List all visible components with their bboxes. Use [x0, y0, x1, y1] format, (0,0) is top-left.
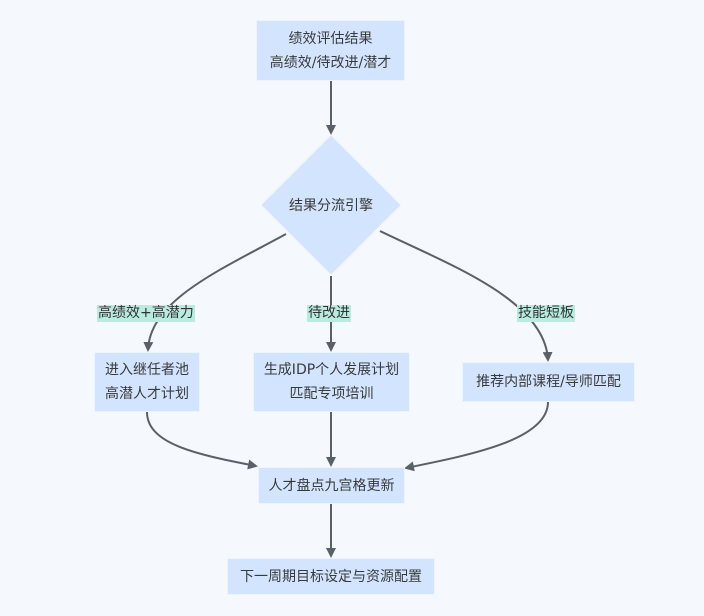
node-routing-engine[interactable]: 结果分流引擎	[261, 135, 401, 275]
node-idp-plan[interactable]: 生成IDP个人发展计划 匹配专项培训	[253, 352, 410, 412]
diamond-shape	[261, 135, 401, 275]
node-succession-pool-line2: 高潜人才计划	[105, 386, 189, 402]
node-idp-plan-line2: 匹配专项培训	[289, 386, 374, 402]
node-next-cycle-label: 下一周期目标设定与资源配置	[240, 568, 422, 585]
edge-label-to-improve: 待改进	[307, 305, 351, 322]
node-performance-result-line1: 绩效评估结果	[288, 30, 373, 47]
edge-engine-to-succession	[143, 233, 287, 352]
node-course-mentor-label: 推荐内部课程/导师匹配	[476, 374, 621, 390]
node-nine-grid[interactable]: 人才盘点九宫格更新	[258, 467, 405, 504]
node-performance-result-line2: 高绩效/待改进/潜才	[269, 54, 392, 71]
edge-engine-to-course	[379, 230, 553, 362]
node-performance-result[interactable]: 绩效评估结果 高绩效/待改进/潜才	[256, 20, 405, 81]
node-course-mentor[interactable]: 推荐内部课程/导师匹配	[462, 362, 635, 402]
node-succession-pool-line1: 进入继任者池	[105, 362, 189, 378]
node-nine-grid-label: 人才盘点九宫格更新	[268, 477, 395, 494]
edge-course-to-grid	[404, 401, 549, 472]
node-next-cycle[interactable]: 下一周期目标设定与资源配置	[227, 558, 435, 595]
edge-label-high-potential: 高绩效+高潜力	[97, 305, 195, 322]
edge-succession-to-grid	[146, 411, 258, 470]
edge-label-skill-gap: 技能短板	[517, 305, 575, 322]
node-routing-engine-label: 结果分流引擎	[289, 198, 373, 214]
node-succession-pool[interactable]: 进入继任者池 高潜人才计划	[94, 352, 200, 412]
node-idp-plan-line1: 生成IDP个人发展计划	[263, 362, 400, 378]
